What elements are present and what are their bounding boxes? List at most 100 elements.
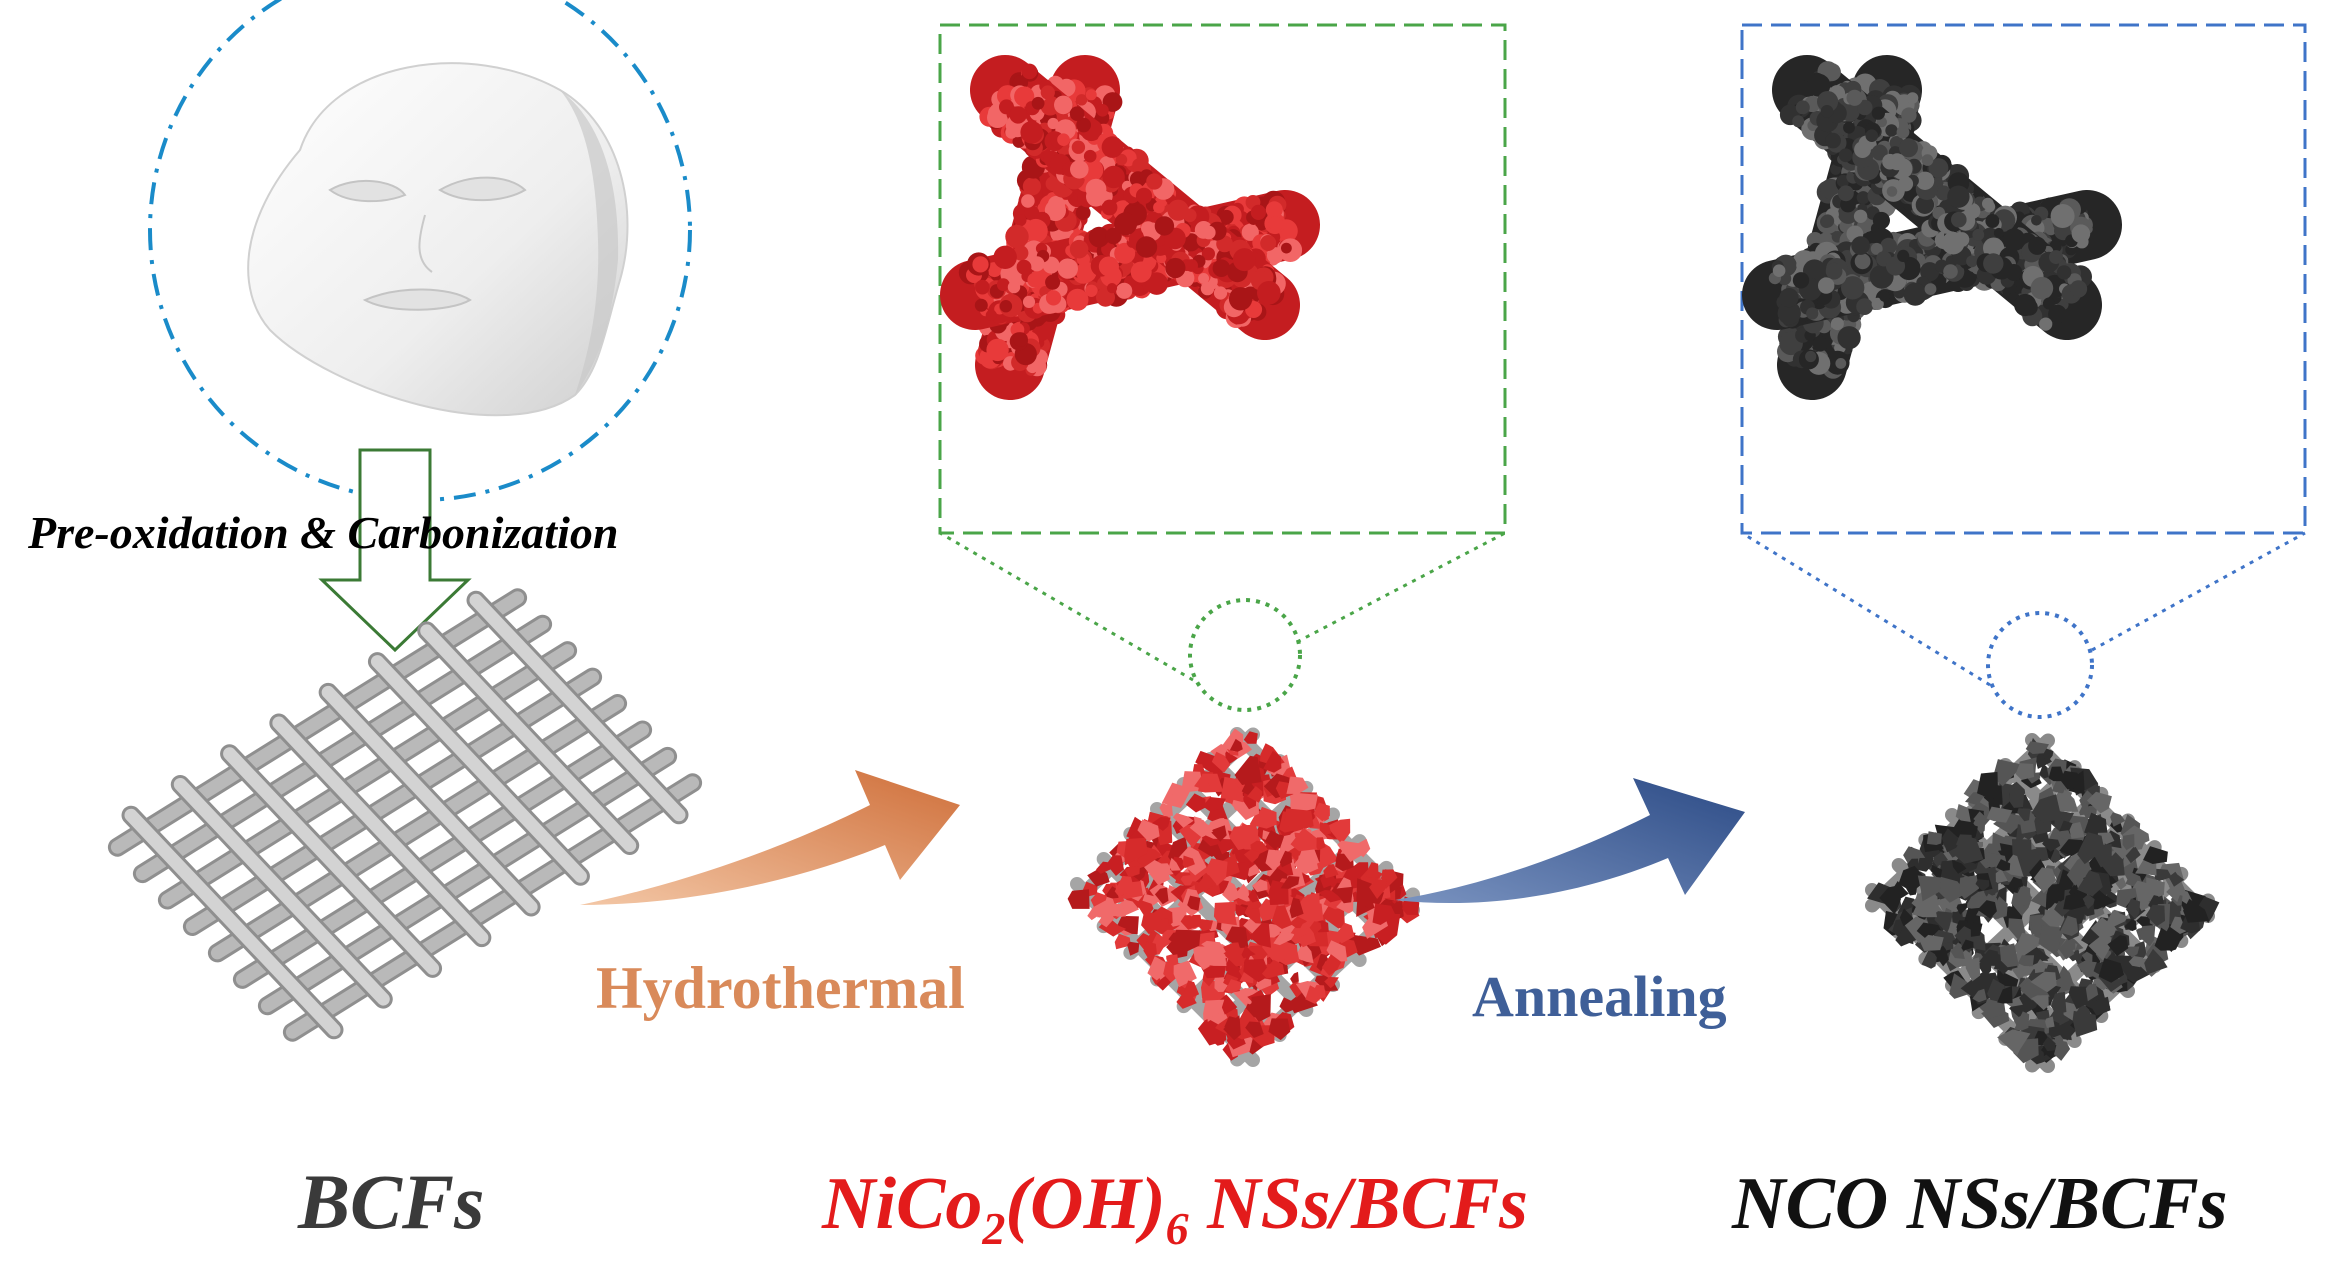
nanosheet-petal: [1251, 994, 1271, 1023]
nanosheet-grain: [1021, 63, 1038, 80]
nanosheet-grain: [1165, 257, 1186, 279]
nanosheet-grain: [1106, 283, 1118, 294]
nanosheet-petal: [1930, 865, 1943, 878]
nanosheet-grain: [1014, 214, 1027, 227]
nanosheet-grain: [1083, 149, 1097, 163]
nanosheet-petal: [1151, 817, 1171, 831]
nanosheet-grain: [999, 300, 1013, 313]
nanosheet-petal: [1265, 830, 1281, 851]
nanosheet-petal: [1926, 831, 1942, 845]
nanosheet-grain: [1167, 199, 1189, 221]
nanosheet-grain: [1181, 233, 1201, 252]
nanosheet-grain: [1116, 282, 1133, 299]
nanosheet-grain: [1856, 298, 1873, 315]
nanosheet-grain: [1915, 195, 1935, 214]
nanosheet-grain: [1088, 226, 1110, 248]
nanosheet-grain: [1013, 332, 1028, 347]
nanosheet-grain: [1966, 255, 1978, 268]
nanosheet-grain: [1101, 136, 1124, 158]
nanosheet-petal: [2146, 877, 2165, 901]
nanosheet-petal: [1252, 879, 1268, 893]
nanosheet-petal: [1365, 862, 1379, 878]
nanosheet-grain: [1045, 274, 1061, 290]
nanosheet-grain: [993, 245, 1017, 269]
nanosheet-petal: [2015, 763, 2035, 780]
nanosheet-petal: [2086, 889, 2116, 910]
nanosheet-petal: [1301, 892, 1320, 907]
nanosheet-petal: [1290, 971, 1299, 984]
nanosheet-grain: [2005, 264, 2023, 281]
nanosheet-grain: [1886, 186, 1898, 197]
nanosheet-grain: [1145, 272, 1168, 295]
nanosheet-petal: [1312, 985, 1326, 999]
nanosheet-grain: [2039, 317, 2053, 331]
nanosheet-petal: [1965, 957, 1981, 982]
nanosheet-petal: [1309, 921, 1322, 935]
blue-zoom-frame: [1740, 23, 2307, 535]
nanosheet-petal: [1268, 1018, 1291, 1041]
nanosheet-petal: [1249, 922, 1271, 948]
nanosheet-petal: [1293, 928, 1307, 940]
nanosheet-grain: [1085, 284, 1098, 297]
nanosheet-petal: [2019, 817, 2038, 834]
nanosheet-grain: [1854, 253, 1871, 270]
nanosheet-grain: [1871, 144, 1888, 161]
bcf-fiber: [110, 591, 525, 854]
nanosheet-petal: [2106, 910, 2129, 928]
nanosheet-petal: [2045, 883, 2066, 911]
nanosheet-grain: [1115, 153, 1128, 166]
nanosheet-grain: [1250, 204, 1266, 220]
nanosheet-petal: [2051, 780, 2067, 794]
nanosheet-petal: [2042, 838, 2061, 852]
nanosheet-grain: [1029, 256, 1045, 272]
nanosheet-grain: [1154, 216, 1175, 236]
nanosheet-petal: [1180, 875, 1195, 887]
nanosheet-petal: [1225, 926, 1249, 948]
nanosheet-petal: [2033, 867, 2057, 894]
nanosheet-grain: [985, 309, 997, 321]
nanosheet-petal: [1169, 857, 1181, 871]
nanosheet-petal: [1233, 988, 1260, 1007]
nanosheet-petal: [1920, 934, 1944, 951]
nanosheet-petal: [1977, 771, 1999, 799]
nanosheet-petal: [1170, 929, 1201, 954]
nanosheet-petal: [1211, 751, 1231, 773]
nanosheet-grain: [986, 338, 1009, 362]
nanosheet-grain: [1972, 228, 1985, 241]
bcf-fiber: [420, 624, 637, 853]
nanosheet-grain: [1928, 158, 1949, 178]
nanosheet-grain: [1085, 89, 1097, 101]
nanosheet-grain: [1266, 247, 1284, 264]
nanosheet-grain: [1843, 121, 1855, 134]
nanosheet-petal: [2059, 915, 2079, 936]
nanosheet-petal: [2035, 750, 2052, 769]
nanosheet-petal: [1975, 879, 1990, 892]
nanosheet-grain: [974, 298, 988, 312]
nanosheet-grain: [1854, 141, 1871, 159]
nanosheet-grain: [1069, 239, 1089, 259]
nanosheet-grain: [1013, 245, 1029, 261]
nico-coated-mesh: [1067, 727, 1420, 1067]
nanosheet-petal: [2093, 843, 2112, 868]
nanosheet-grain: [1951, 211, 1967, 228]
nanosheet-petal: [2054, 965, 2075, 994]
nanosheet-grain: [1865, 129, 1879, 142]
nanosheet-grain: [1897, 249, 1910, 262]
nanosheet-petal: [2124, 946, 2140, 958]
nanosheet-grain: [1031, 96, 1045, 110]
nanosheet-grain: [1825, 132, 1841, 149]
nanosheet-grain: [1920, 262, 1940, 282]
nanosheet-grain: [1268, 216, 1284, 232]
nanosheet-petal: [1189, 819, 1214, 838]
nanosheet-grain: [1044, 199, 1066, 221]
nanosheet-petal: [2017, 955, 2035, 967]
nanosheet-grain: [1837, 326, 1861, 350]
blue-leader-right: [2091, 531, 2306, 652]
nanosheet-petal: [1313, 802, 1330, 822]
label-nico-prefix: NiCo: [821, 1163, 982, 1245]
nanosheet-grain: [1130, 261, 1152, 283]
nanosheet-petal: [1176, 985, 1197, 1009]
nanosheet-petal: [1959, 875, 1980, 900]
nanosheet-petal: [2048, 766, 2066, 782]
nanosheet-petal: [1243, 849, 1261, 863]
